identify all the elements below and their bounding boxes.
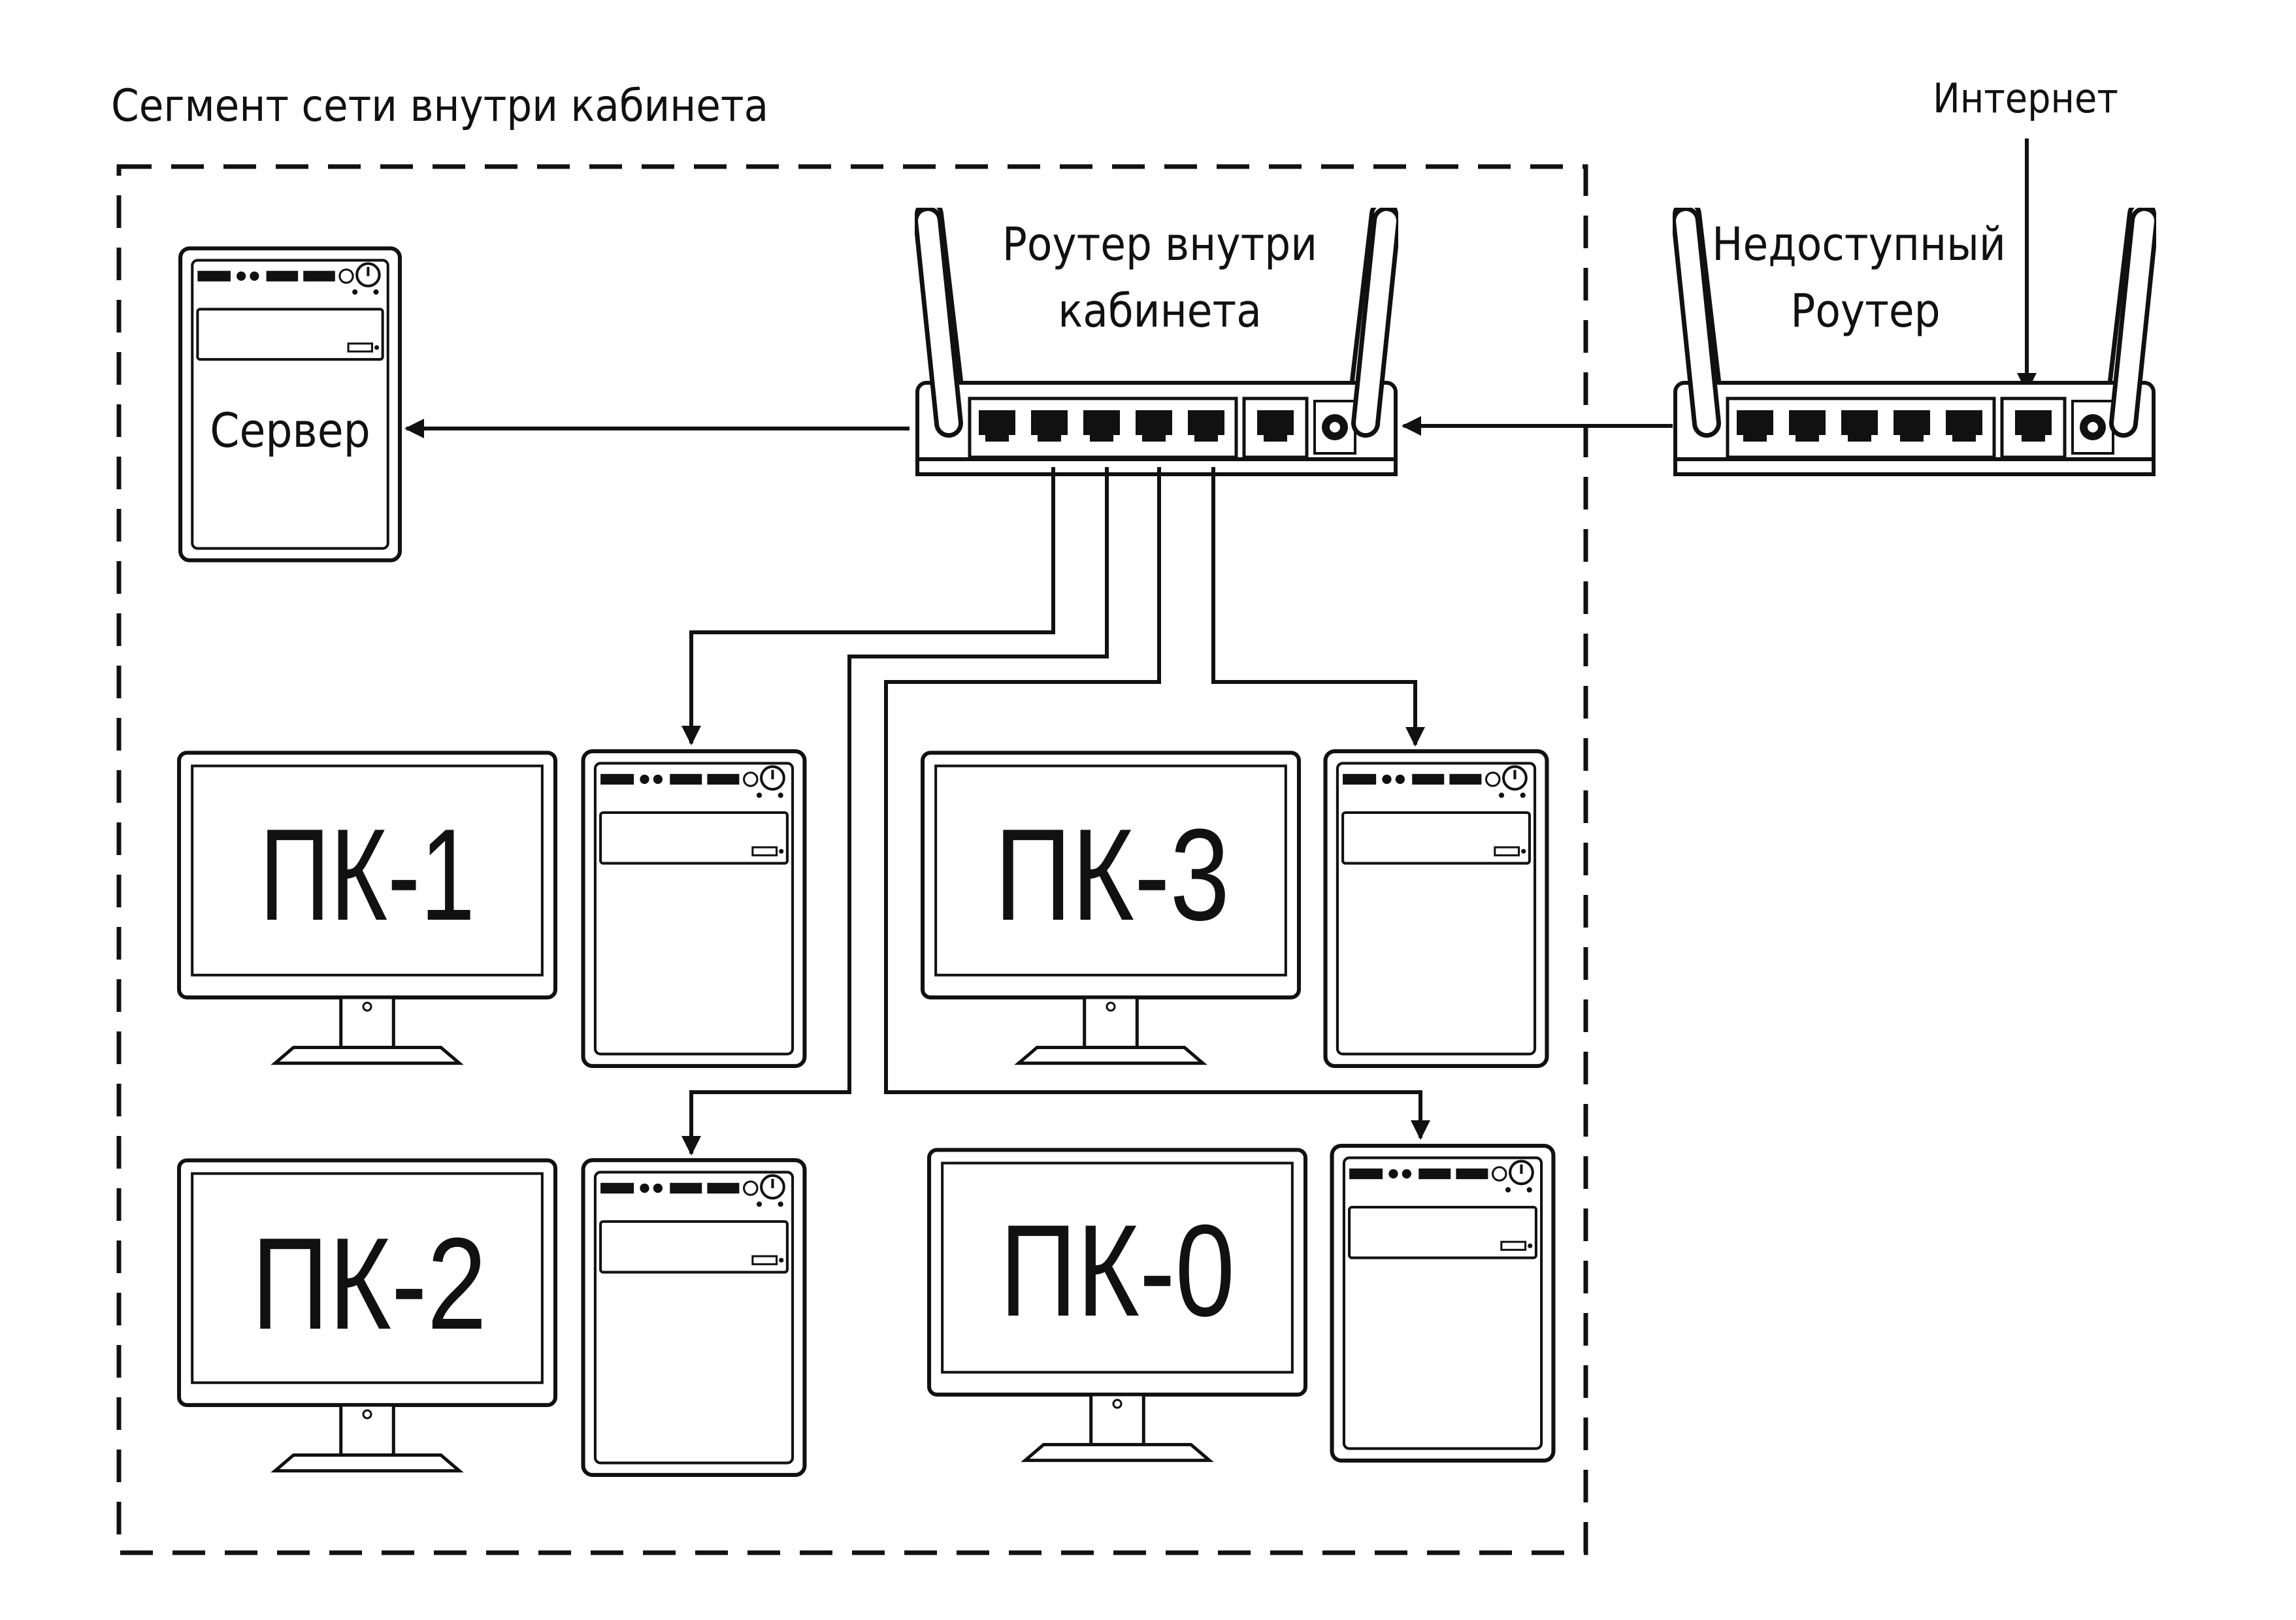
wire-pc0 xyxy=(884,467,1430,1140)
pc-1-tower-icon xyxy=(583,751,805,1066)
wire-pc2 xyxy=(681,467,1109,1156)
pc-3-tower-icon xyxy=(1326,751,1547,1066)
pc-3-label: ПК-3 xyxy=(994,802,1230,948)
pc-1-label: ПК-1 xyxy=(259,802,475,948)
server-label: Сервер xyxy=(210,403,370,458)
wire-pc1 xyxy=(681,467,1055,745)
pc-1: ПК-1 xyxy=(179,751,804,1066)
pc-2: ПК-2 xyxy=(179,1160,804,1475)
outer-router-label-line1: Недоступный xyxy=(1712,218,2006,271)
pc-2-label: ПК-2 xyxy=(252,1211,487,1357)
pc-3: ПК-3 xyxy=(923,751,1547,1066)
internet-label: Интернет xyxy=(1933,74,2118,122)
inner-router-label-line2: кабинета xyxy=(1058,284,1262,338)
wire-pc3 xyxy=(1211,467,1425,747)
segment-label: Сегмент сети внутри кабинета xyxy=(111,80,768,132)
segment-boundary xyxy=(116,164,1588,1555)
pc-0-label: ПК-0 xyxy=(1000,1198,1235,1344)
outer-router-label-line2: Роутер xyxy=(1790,284,1940,338)
inner-router-label-line1: Роутер внутри xyxy=(1002,218,1317,271)
pc-0: ПК-0 xyxy=(929,1146,1553,1461)
pc-2-tower-icon xyxy=(583,1160,805,1475)
pc-0-tower-icon xyxy=(1332,1146,1554,1461)
